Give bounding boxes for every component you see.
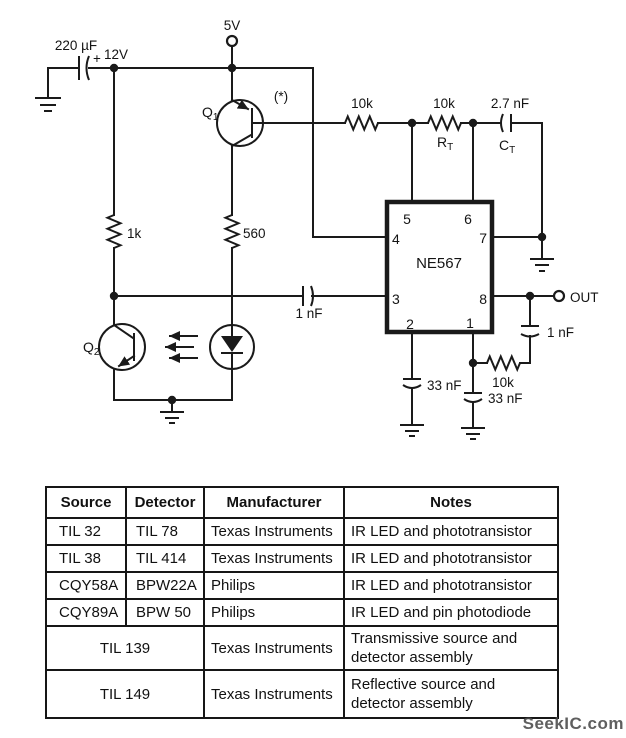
capacitor-2_7nf-ct bbox=[500, 113, 512, 133]
cell-detector: BPW 50 bbox=[125, 598, 205, 627]
label-33nf-pin2: 33 nF bbox=[427, 378, 462, 393]
cell-notes: IR LED and pin photodiode bbox=[343, 598, 559, 627]
col-header-notes: Notes bbox=[343, 486, 559, 519]
col-header-detector: Detector bbox=[125, 486, 205, 519]
label-pin7: 7 bbox=[479, 230, 487, 246]
ground-symbol-emitter bbox=[160, 411, 184, 424]
label-pin6: 6 bbox=[464, 211, 472, 227]
junction-dots bbox=[109, 63, 547, 405]
ground-symbol-pin2 bbox=[400, 424, 424, 437]
ground-symbol-input bbox=[35, 97, 61, 112]
cell-manufacturer: Texas Instruments bbox=[203, 625, 345, 671]
table-row: TIL 32 TIL 78 Texas Instruments IR LED a… bbox=[45, 517, 559, 546]
parts-table: Source Detector Manufacturer Notes TIL 3… bbox=[45, 486, 559, 719]
cell-manufacturer: Texas Instruments bbox=[203, 517, 345, 546]
capacitor-220uf bbox=[78, 55, 90, 81]
label-q2: Q2 bbox=[83, 339, 100, 358]
cell-manufacturer: Texas Instruments bbox=[203, 544, 345, 573]
label-33nf-pin1: 33 nF bbox=[488, 391, 523, 406]
col-header-source: Source bbox=[45, 486, 127, 519]
cell-notes: IR LED and phototransistor bbox=[343, 517, 559, 546]
resistor-1k bbox=[104, 214, 124, 249]
capacitor-1nf-input bbox=[302, 285, 314, 307]
col-header-manufacturer: Manufacturer bbox=[203, 486, 345, 519]
label-10k-feedback: 10k bbox=[492, 375, 514, 390]
transistor-q1 bbox=[216, 67, 264, 148]
label-pin3: 3 bbox=[392, 291, 400, 307]
cell-notes: IR LED and phototransistor bbox=[343, 544, 559, 573]
label-q1-note: (*) bbox=[274, 89, 288, 104]
cell-notes: Transmissive source and detector assembl… bbox=[343, 625, 559, 671]
label-cap-input: 220 µF bbox=[55, 38, 97, 53]
table-header-row: Source Detector Manufacturer Notes bbox=[45, 486, 559, 519]
ir-led bbox=[209, 324, 255, 370]
label-1nf-input: 1 nF bbox=[295, 306, 322, 321]
cell-manufacturer: Philips bbox=[203, 598, 345, 627]
resistor-10k-a bbox=[344, 113, 379, 133]
terminal-out bbox=[552, 289, 566, 303]
cell-detector: BPW22A bbox=[125, 571, 205, 600]
table-row: CQY58A BPW22A Philips IR LED and phototr… bbox=[45, 571, 559, 600]
capacitor-33nf-pin1 bbox=[463, 392, 483, 403]
label-out: OUT bbox=[570, 290, 599, 305]
label-ct: CT bbox=[499, 137, 515, 156]
phototransistor-q2 bbox=[98, 323, 146, 371]
capacitor-1nf-out bbox=[520, 325, 540, 338]
label-rt: RT bbox=[437, 134, 453, 153]
label-5v: 5V bbox=[224, 18, 241, 33]
ic-ne567 bbox=[384, 199, 495, 335]
cell-notes: IR LED and phototransistor bbox=[343, 571, 559, 600]
label-ic-name: NE567 bbox=[416, 255, 462, 272]
label-pin4: 4 bbox=[392, 231, 400, 247]
label-2_7nf: 2.7 nF bbox=[491, 96, 529, 111]
label-12v: 12V bbox=[104, 47, 128, 62]
table-row: TIL 149 Texas Instruments Reflective sou… bbox=[45, 669, 559, 719]
resistor-10k-feedback bbox=[486, 353, 521, 373]
resistor-10k-rt bbox=[427, 113, 462, 133]
cell-notes: Reflective source and detector assembly bbox=[343, 669, 559, 719]
cell-source: TIL 32 bbox=[45, 517, 127, 546]
label-pin8: 8 bbox=[479, 291, 487, 307]
cell-source: CQY58A bbox=[45, 571, 127, 600]
label-pin1: 1 bbox=[466, 315, 474, 331]
cell-source: CQY89A bbox=[45, 598, 127, 627]
label-1nf-out: 1 nF bbox=[547, 325, 574, 340]
cell-source-detector: TIL 139 bbox=[45, 625, 205, 671]
terminal-5v bbox=[225, 34, 239, 48]
cell-detector: TIL 414 bbox=[125, 544, 205, 573]
label-q1: Q1 bbox=[202, 104, 219, 123]
label-10k-a: 10k bbox=[351, 96, 373, 111]
cell-detector: TIL 78 bbox=[125, 517, 205, 546]
label-pin2: 2 bbox=[406, 316, 414, 332]
ir-radiation-arrows bbox=[165, 331, 198, 363]
cell-source: TIL 38 bbox=[45, 544, 127, 573]
label-pin5: 5 bbox=[403, 211, 411, 227]
cell-manufacturer: Philips bbox=[203, 571, 345, 600]
wires bbox=[47, 45, 555, 429]
cell-manufacturer: Texas Instruments bbox=[203, 669, 345, 719]
cell-source-detector: TIL 149 bbox=[45, 669, 205, 719]
label-560: 560 bbox=[243, 226, 266, 241]
label-1k: 1k bbox=[127, 226, 142, 241]
ground-symbol-pin7 bbox=[530, 236, 554, 272]
label-10k-b: 10k bbox=[433, 96, 455, 111]
label-plus: + bbox=[93, 51, 101, 66]
table-row: TIL 38 TIL 414 Texas Instruments IR LED … bbox=[45, 544, 559, 573]
watermark: SeekIC.com bbox=[522, 714, 624, 733]
table-row: CQY89A BPW 50 Philips IR LED and pin pho… bbox=[45, 598, 559, 627]
table-row: TIL 139 Texas Instruments Transmissive s… bbox=[45, 625, 559, 671]
ground-symbol-pin1 bbox=[461, 427, 485, 440]
resistor-560 bbox=[222, 214, 242, 249]
capacitor-33nf-pin2 bbox=[402, 378, 422, 389]
circuit-schematic: 220 µF + 12V 5V Q1 (*) 1k 560 10k 10k RT… bbox=[35, 18, 599, 440]
